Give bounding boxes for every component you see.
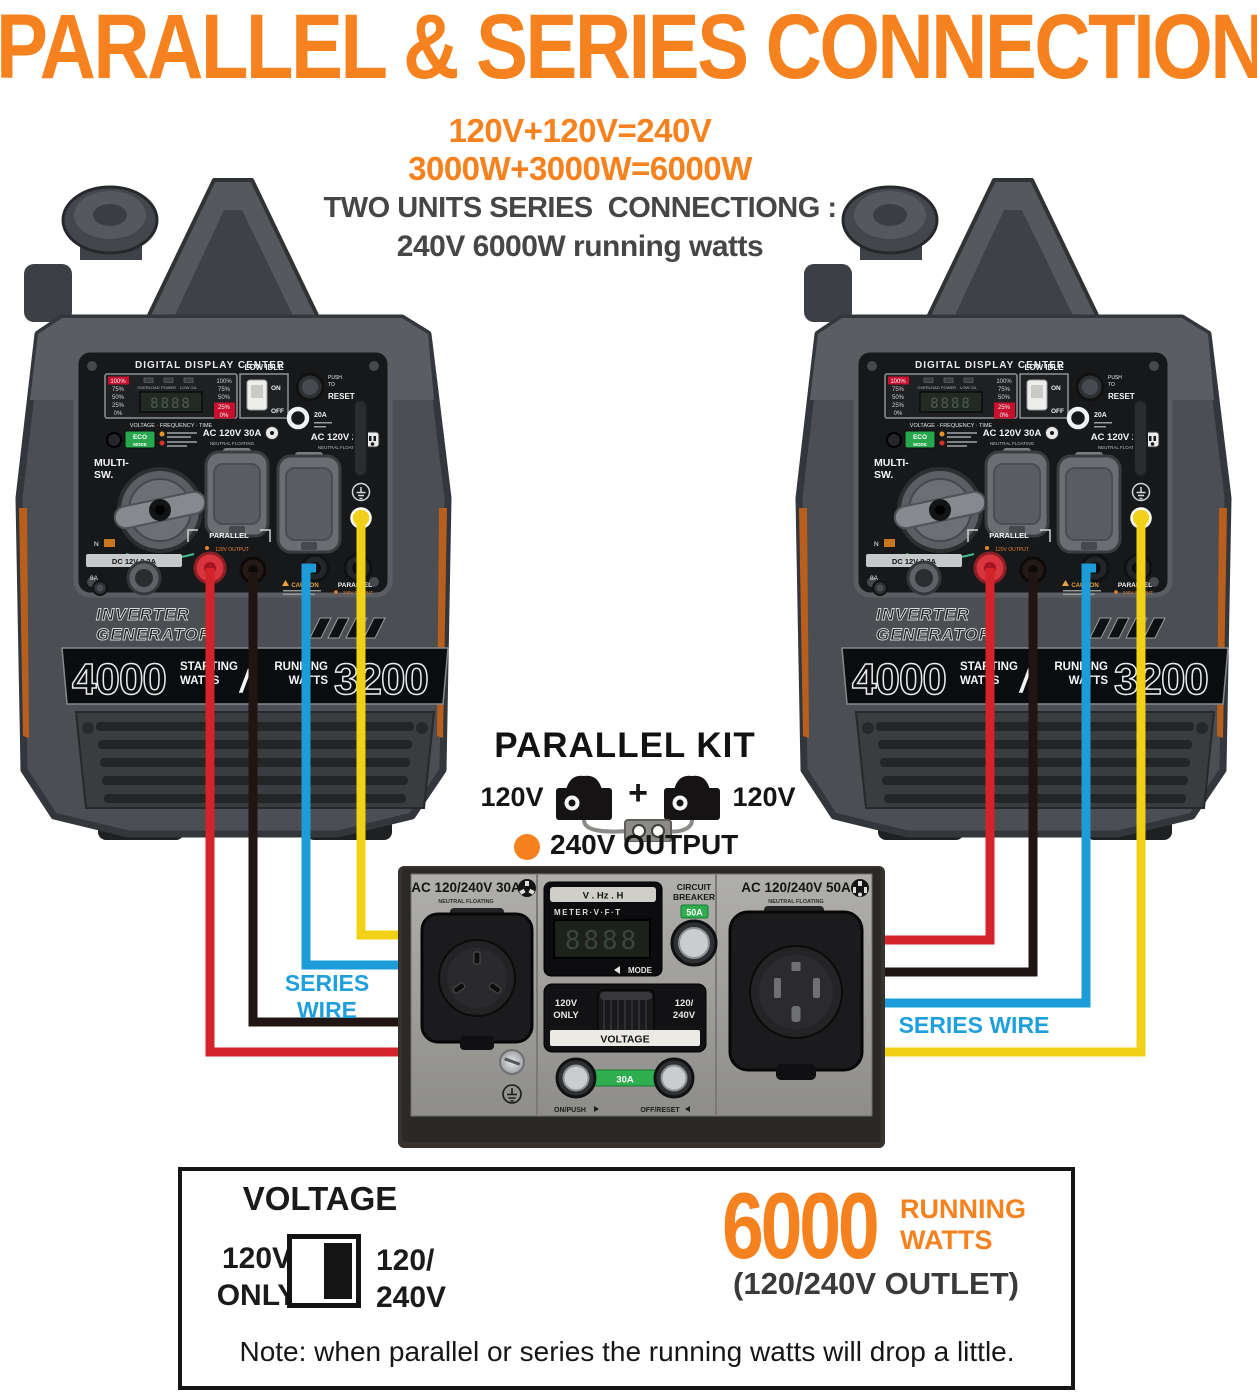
wire-blue-left [301,563,404,970]
svg-text:ON/PUSH: ON/PUSH [554,1107,586,1114]
generator-icon-right [664,775,720,820]
intro-volts-equation: 120V+120V=240V [448,112,712,149]
output-240v-label: 240V OUTPUT [550,829,739,860]
twistlock-icon [518,879,536,897]
svg-text:120/: 120/ [675,998,694,1009]
switch-left-label: 120V ONLY [216,1242,298,1312]
ground-screw [499,1049,525,1075]
svg-text:50A: 50A [686,908,703,918]
wire-black-left [248,572,404,1027]
meter-mode-label: MODE [628,966,653,975]
parallel-kit-left-voltage: 120V [480,782,544,812]
page-title-svg: PARALLEL & SERIES CONNECTION [0,0,1257,98]
series-wire-label-left: SERIES WIRE [284,970,370,1023]
kit-cable-left [582,819,629,834]
svg-text:NEUTRAL FLOATING: NEUTRAL FLOATING [438,899,493,905]
meter-brand-label: METER·V·F·T [554,908,622,917]
parallel-connector-icon [624,819,672,842]
voltage-heading: VOLTAGE [242,1180,398,1217]
kit-30a-label: AC 120/240V 30A [411,880,521,895]
svg-text:NEUTRAL FLOATING: NEUTRAL FLOATING [768,899,823,905]
wire-blue-right [881,563,1096,1008]
ground-symbol-icon [502,1084,522,1104]
running-watts-value: 6000 [722,1173,880,1278]
svg-text:30A: 30A [616,1075,634,1086]
parallel-kit-heading: PARALLEL KIT [494,726,756,765]
running-watts-label: RUNNING WATTS [900,1194,1026,1255]
generator-icon-left [556,775,612,820]
kit-outlet-50a [728,906,864,1080]
wire-yellow-right [881,518,1146,1057]
intro-watts-equation: 3000W+3000W=6000W [408,150,752,187]
parallel-kit-icons [556,775,720,842]
wire-red-left [205,568,404,1057]
wire-yellow-left [356,518,404,940]
kit-meter: V . Hz . H METER·V·F·T 8888 MODE [543,881,663,977]
meter-units-label: V . Hz . H [583,891,624,902]
outlet-120-240-label: (120/240V OUTLET) [733,1266,1019,1301]
series-wire-label-right: SERIES WIRE [898,1012,1050,1038]
svg-text:120V: 120V [555,998,578,1009]
plus-sign: + [628,774,648,812]
voltage-switch-icon [287,1234,361,1308]
output-dot-icon [514,834,540,860]
kit-voltage-selector: 120V ONLY 120/ 240V VOLTAGE [543,983,707,1053]
wire-black-right [881,572,1038,977]
kit-outlet-30a [420,908,534,1050]
switch-right-label: 120/ 240V [376,1244,447,1314]
svg-text:240V: 240V [673,1010,696,1021]
page-title: PARALLEL & SERIES CONNECTION [0,0,1257,98]
kit-30a-breakers: 30A ON/PUSH OFF/RESET [554,1057,695,1114]
note-text: Note: when parallel or series the runnin… [239,1336,1015,1367]
parallel-kit-panel: AC 120/240V 30A NEUTRAL FLOATING [398,866,885,1148]
svg-text:OFF/RESET: OFF/RESET [640,1107,680,1114]
wire-red-right [881,568,995,945]
generator-right [799,180,1228,840]
parallel-kit-right-voltage: 120V [732,782,796,812]
voltage-caption: VOLTAGE [600,1034,649,1046]
connection-wires [205,518,1146,1057]
kit-50a-label: AC 120/240V 50A [741,880,851,895]
kit-circuit-breaker: CIRCUIT BREAKER 50A [670,882,718,967]
svg-text:CIRCUIT: CIRCUIT [677,882,712,892]
meter-lcd: 8888 [565,926,640,956]
generator-left [19,180,448,840]
intro-running-watts: 240V 6000W running watts [396,230,764,263]
svg-text:ONLY: ONLY [553,1010,579,1021]
outlet-14-50-icon [851,879,869,897]
svg-text:BREAKER: BREAKER [673,892,715,902]
intro-series-caption: TWO UNITS SERIES CONNECTIONG : [323,192,837,224]
